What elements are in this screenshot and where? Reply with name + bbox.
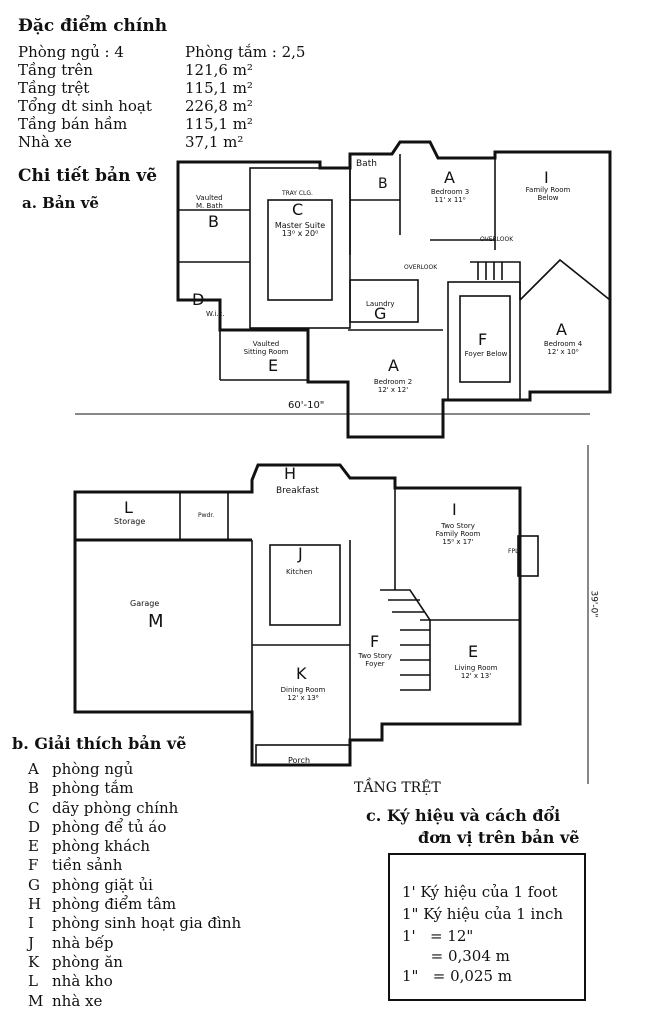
master-bath-letter: B [208, 212, 219, 231]
wic-label: W.i.c. [206, 310, 225, 318]
family-room-below-label: Family Room Below [525, 186, 571, 202]
overlook-label: OVERLOOK [480, 236, 514, 243]
foyer-letter: F [370, 632, 380, 651]
laundry-letter: G [374, 304, 387, 323]
spec-label: Tầng trệt [18, 79, 90, 97]
spec-value: 121,6 m² [185, 61, 253, 79]
porch-label: Porch [288, 756, 311, 765]
family-below-letter: I [544, 168, 549, 187]
spec-label: Tổng dt sinh hoạt [18, 97, 152, 115]
unit-line: 1' = 12" [402, 927, 474, 945]
ground-floor-label: TẦNG TRỆT [354, 780, 441, 796]
legend-title: b. Giải thích bản vẽ [12, 734, 187, 753]
tray-label: TRAY CLG. [282, 190, 313, 197]
units-title-line2: đơn vị trên bản vẽ [418, 828, 580, 847]
bath-letter: B [378, 176, 388, 192]
family-room-label: Two Story Family Room 15⁰ x 17' [435, 522, 481, 546]
kitchen-label: Kitchen [286, 568, 313, 576]
spec-label: Tầng bán hầm [18, 115, 128, 133]
sitting-room-label: Vaulted Sitting Room [243, 340, 289, 356]
master-suite-label: Master Suite 13⁰ x 20⁰ [274, 221, 326, 238]
master-bath-label: Vaulted M. Bath [196, 194, 223, 210]
storage-label: Storage [114, 517, 146, 526]
wic-letter: D [192, 290, 205, 309]
living-room-label: Living Room 12' x 13' [454, 664, 498, 680]
bed2-letter: A [388, 356, 399, 375]
width-dimension: 60'-10" [286, 400, 327, 411]
depth-dimension: 39'-0" [588, 590, 599, 618]
spec-value: 115,1 m² [185, 79, 253, 97]
laundry-label: Laundry [366, 300, 395, 308]
breakfast-letter: H [284, 464, 297, 483]
garage-label: Garage [130, 599, 160, 608]
spec-label: Nhà xe [18, 133, 72, 151]
units-box: 1' Ký hiệu của 1 foot 1" Ký hiệu của 1 i… [388, 853, 586, 1001]
kitchen-letter: J [298, 544, 303, 563]
spec-label: Tầng trên [18, 61, 93, 79]
specs-table: Phòng ngủ : 4 Phòng tắm : 2,5 Tầng trên … [18, 44, 338, 154]
fireplace-label: FPL. [508, 548, 521, 555]
dining-room-label: Dining Room 12' x 13⁶ [280, 686, 326, 702]
unit-line: 1" Ký hiệu của 1 inch [402, 905, 564, 923]
unit-line: 1" = 0,025 m [402, 967, 513, 985]
overlook-label: OVERLOOK [404, 264, 438, 271]
foyer-label: Two Story Foyer [358, 652, 392, 668]
unit-line: = 0,304 m [402, 947, 510, 965]
bath-label: Bath [356, 159, 377, 169]
bed3-letter: A [444, 168, 455, 187]
foyer-below-label: Foyer Below [464, 350, 508, 358]
specs-title: Đặc điểm chính [18, 16, 168, 36]
bedroom-3-label: Bedroom 3 11' x 11⁰ [430, 188, 470, 204]
master-letter: C [292, 200, 304, 219]
bedroom-4-label: Bedroom 4 12' x 10⁰ [543, 340, 583, 356]
breakfast-label: Breakfast [276, 486, 319, 496]
sitting-letter: E [268, 356, 279, 375]
garage-letter: M [148, 611, 164, 632]
details-title: Chi tiết bản vẽ [18, 166, 158, 186]
drawing-title: a. Bản vẽ [22, 194, 99, 212]
dining-letter: K [296, 664, 307, 683]
family-letter: I [452, 500, 457, 519]
spec-label: Phòng ngủ : 4 [18, 43, 124, 61]
living-letter: E [468, 642, 479, 661]
storage-letter: L [124, 498, 133, 517]
units-title-line1: c. Ký hiệu và cách đổi [366, 806, 561, 825]
spec-value: Phòng tắm : 2,5 [185, 43, 306, 61]
foyer-below-letter: F [478, 330, 488, 349]
spec-value: 226,8 m² [185, 97, 253, 115]
spec-value: 115,1 m² [185, 115, 253, 133]
bed4-letter: A [556, 320, 567, 339]
unit-line: 1' Ký hiệu của 1 foot [402, 883, 558, 901]
spec-value: 37,1 m² [185, 133, 244, 151]
bedroom-2-label: Bedroom 2 12' x 12' [373, 378, 413, 394]
powder-label: Pwdr. [198, 512, 215, 519]
